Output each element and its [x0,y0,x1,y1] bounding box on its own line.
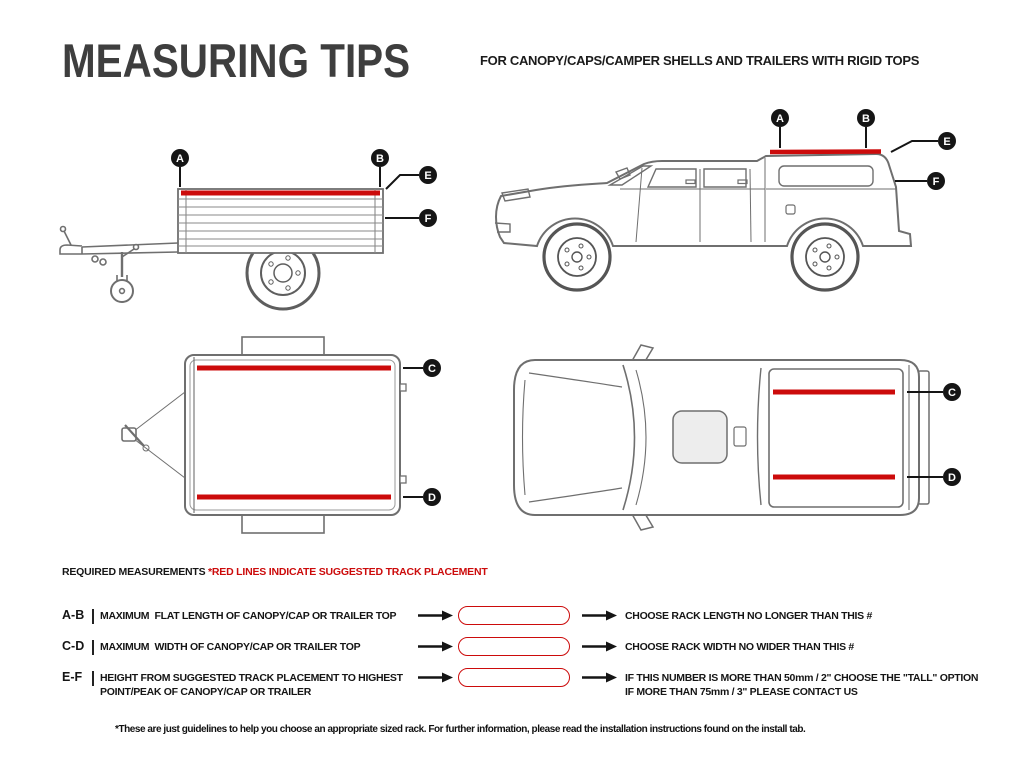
trailer-body [177,188,384,254]
page-title: MEASURING TIPS [62,34,411,87]
red-lines-note: *RED LINES INDICATE SUGGESTED TRACK PLAC… [208,566,488,578]
marker-c-badge: C [403,359,441,377]
truck-top-view-illustration: C D [513,344,961,531]
marker-e-badge: E [890,132,956,153]
marker-a-badge: A [171,149,189,187]
marker-a-badge: A [771,109,789,148]
arrow-right-icon [582,672,618,683]
marker-a-label: A [176,153,184,165]
measurement-result: CHOOSE RACK WIDTH NO WIDER THAN THIS # [625,641,854,653]
marker-f-badge: F [385,209,437,227]
marker-b-badge: B [371,149,389,187]
marker-c-label: C [428,363,436,375]
divider [92,640,94,655]
divider [92,671,94,686]
measurement-value-box [458,637,570,656]
marker-f-label: F [425,213,432,225]
measurement-label: MAXIMUM FLAT LENGTH OF CANOPY/CAP OR TRA… [100,610,397,622]
marker-c-label: C [948,387,956,399]
required-measurements-label: REQUIRED MEASUREMENTS [62,566,206,578]
marker-f-badge: F [895,172,945,190]
trailer-top-view-illustration: C D [121,336,441,534]
marker-d-label: D [948,472,956,484]
arrow-right-icon [418,641,454,652]
measurement-row-ab: A-B MAXIMUM FLAT LENGTH OF CANOPY/CAP OR… [62,606,1012,640]
marker-e-label: E [424,170,431,182]
arrow-right-icon [418,672,454,683]
measurement-label: HEIGHT FROM SUGGESTED TRACK PLACEMENT TO… [100,672,403,698]
measurement-id: C-D [62,639,85,653]
guidelines-footnote: *These are just guidelines to help you c… [115,724,806,735]
measurement-row-ef: E-F HEIGHT FROM SUGGESTED TRACK PLACEMEN… [62,668,1012,702]
marker-d-badge: D [907,468,961,486]
marker-b-badge: B [857,109,875,148]
measurement-result: IF THIS NUMBER IS MORE THAN 50mm / 2" CH… [625,672,979,698]
marker-a-label: A [776,113,784,125]
marker-f-label: F [933,176,940,188]
measurement-label: MAXIMUM WIDTH OF CANOPY/CAP OR TRAILER T… [100,641,361,653]
arrow-right-icon [582,641,618,652]
arrow-right-icon [582,610,618,621]
marker-b-label: B [376,153,384,165]
trailer-side-view-illustration: A B E F [59,149,437,311]
suggested-track-line [769,149,882,155]
measurement-value-box [458,668,570,687]
trailer-top-body [121,336,407,534]
truck-side-view-illustration: A B E F [494,109,956,292]
marker-e-badge: E [385,166,437,190]
measurement-row-cd: C-D MAXIMUM WIDTH OF CANOPY/CAP OR TRAIL… [62,637,1012,671]
measurement-id: A-B [62,608,85,622]
truck-body [494,152,913,248]
measurement-value-box [458,606,570,625]
page-subtitle: FOR CANOPY/CAPS/CAMPER SHELLS AND TRAILE… [480,53,920,68]
marker-d-label: D [428,492,436,504]
divider [92,609,94,624]
marker-e-label: E [943,136,950,148]
arrow-right-icon [418,610,454,621]
measurement-id: E-F [62,670,83,684]
truck-top-body [513,344,930,531]
marker-b-label: B [862,113,870,125]
marker-c-badge: C [907,383,961,401]
trailer-chassis [59,225,179,303]
truck-wheels [542,222,860,292]
marker-d-badge: D [403,488,441,506]
measurement-result: CHOOSE RACK LENGTH NO LONGER THAN THIS # [625,610,873,622]
